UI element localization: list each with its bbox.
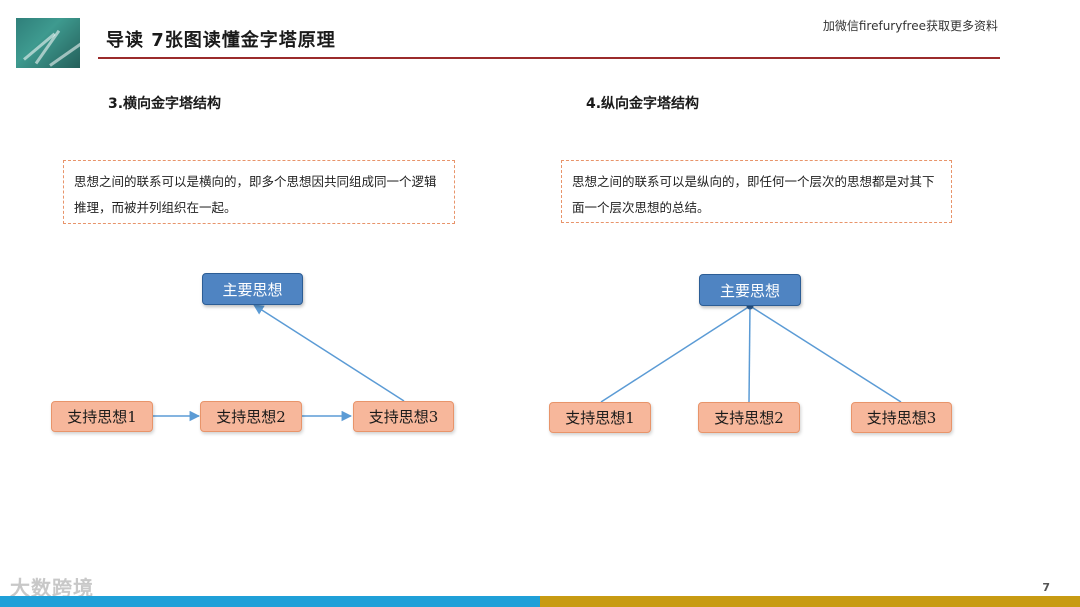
- support-node-1-horizontal: 支持思想1: [51, 401, 153, 432]
- support-node-3-vertical: 支持思想3: [851, 402, 952, 433]
- footer-bar-left: [0, 596, 540, 607]
- support-node-2-vertical: 支持思想2: [698, 402, 800, 433]
- line-main-to-support1: [601, 306, 750, 402]
- main-idea-node-horizontal: 主要思想: [202, 273, 303, 305]
- arrow-support3-to-main: [254, 305, 404, 401]
- main-idea-node-vertical: 主要思想: [699, 274, 801, 306]
- page-number: 7: [1042, 581, 1050, 594]
- footer-bar-right: [540, 596, 1080, 607]
- support-node-2-horizontal: 支持思想2: [200, 401, 302, 432]
- support-node-1-vertical: 支持思想1: [549, 402, 651, 433]
- support-node-3-horizontal: 支持思想3: [353, 401, 454, 432]
- line-main-to-support3: [750, 306, 901, 402]
- line-main-to-support2: [749, 306, 750, 402]
